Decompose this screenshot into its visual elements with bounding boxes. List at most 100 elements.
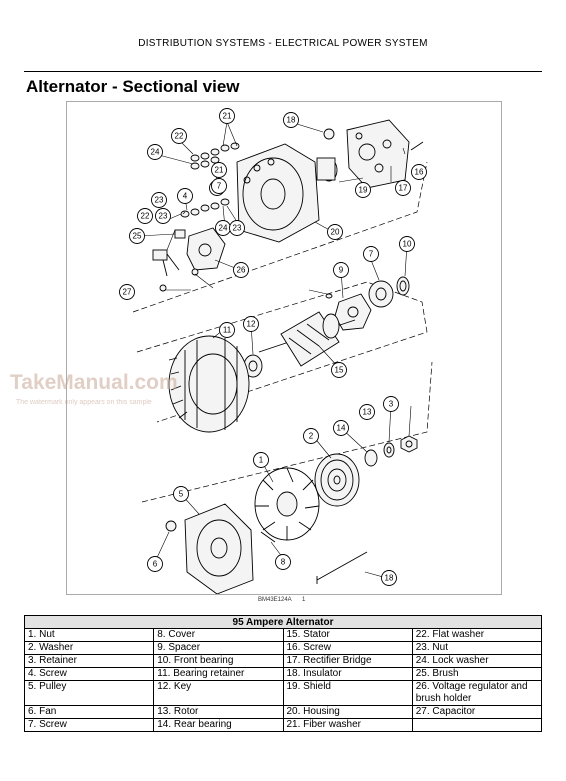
callout-number: 21 — [215, 166, 224, 175]
callout-circle — [147, 144, 163, 160]
table-cell: 4. Screw — [23, 667, 155, 681]
callout-number: 25 — [133, 232, 142, 241]
callout-number: 2 — [309, 432, 314, 441]
screw-part — [260, 531, 276, 543]
callout-circle — [359, 404, 375, 420]
table-cell: 25. Brush — [411, 667, 543, 681]
watermark-note: The watermark only appears on this sampl… — [16, 399, 152, 406]
voltage-regulator-part — [186, 227, 226, 271]
table-cell: 17. Rectifier Bridge — [282, 654, 413, 668]
callout-circle — [333, 420, 349, 436]
screw-part — [410, 141, 424, 151]
callout-number: 20 — [331, 228, 340, 237]
table-cell — [411, 718, 543, 732]
table-cell: 7. Screw — [23, 718, 155, 732]
callout-circle — [381, 570, 397, 586]
callout-circle — [219, 108, 235, 124]
alternator-diagram: 2122242318171619202526277109111215141332… — [119, 108, 433, 594]
callout-number: 24 — [219, 224, 228, 233]
screw-part — [191, 268, 199, 276]
callout-circle — [219, 322, 235, 338]
callout-number: 7 — [217, 182, 222, 191]
callout-number: 27 — [123, 288, 132, 297]
nut-part — [400, 435, 418, 453]
screw-part — [159, 284, 167, 292]
callout-number: 21 — [223, 112, 232, 121]
callout-number: 19 — [359, 186, 368, 195]
table-cell: 10. Front bearing — [153, 654, 284, 668]
callout-circle — [399, 236, 415, 252]
washer-stack-lower — [180, 198, 230, 218]
callout-circle — [173, 486, 189, 502]
table-cell: 13. Rotor — [153, 705, 284, 719]
exploded-view-figure: 2122242318171619202526277109111215141332… — [66, 101, 502, 595]
callout-number: 4 — [183, 192, 188, 201]
spacer-part — [396, 276, 410, 296]
assembly-dash-line — [136, 281, 428, 423]
figure-code: BM43E124A — [258, 597, 292, 603]
callout-number: 18 — [385, 574, 394, 583]
capacitor-part — [152, 249, 180, 277]
callout-number: 7 — [369, 250, 374, 259]
table-cell: 15. Stator — [282, 628, 413, 642]
table-cell: 20. Housing — [282, 705, 413, 719]
watermark: TakeManual.com — [10, 371, 178, 394]
assembly-dash-line — [132, 161, 428, 313]
callout-number: 16 — [415, 168, 424, 177]
callout-circle — [211, 162, 227, 178]
callout-circle — [243, 316, 259, 332]
table-cell: 8. Cover — [153, 628, 284, 642]
table-cell: 1. Nut — [23, 628, 155, 642]
callout-number: 18 — [287, 116, 296, 125]
callout-number: 12 — [247, 320, 256, 329]
table-cell: 16. Screw — [282, 641, 413, 655]
callout-circle — [171, 128, 187, 144]
page-header: DISTRIBUTION SYSTEMS - ELECTRICAL POWER … — [138, 38, 428, 49]
callout-circle — [177, 188, 193, 204]
table-cell: 14. Rear bearing — [153, 718, 284, 732]
callout-circle — [395, 180, 411, 196]
rectifier-bridge-part — [346, 119, 410, 189]
table-cell: 12. Key — [153, 680, 284, 706]
callout-circle — [151, 192, 167, 208]
callout-number: 3 — [389, 400, 394, 409]
callout-circle — [137, 208, 153, 224]
assembly-dash-line — [141, 361, 433, 503]
callout-number: 13 — [363, 408, 372, 417]
stator-part — [168, 335, 250, 433]
callout-number: 10 — [403, 240, 412, 249]
callout-circle — [363, 246, 379, 262]
parts-table-title: 95 Ampere Alternator — [24, 615, 542, 629]
callout-circle — [303, 428, 319, 444]
callout-circle — [211, 178, 227, 194]
housing-part — [236, 143, 320, 243]
callout-labels: 2122242318171619202526277109111215141332… — [119, 108, 427, 586]
long-screw-part — [316, 551, 368, 581]
callout-circle — [383, 396, 399, 412]
table-cell: 24. Lock washer — [411, 654, 543, 668]
callout-circle — [331, 362, 347, 378]
callout-circle — [147, 556, 163, 572]
insulator-part — [165, 520, 177, 532]
callout-circle — [327, 224, 343, 240]
callout-number: 15 — [335, 366, 344, 375]
cover-part — [184, 503, 254, 594]
callout-number: 9 — [339, 266, 344, 275]
table-cell: 26. Voltage regulator and brush holder — [411, 680, 543, 706]
table-cell: 21. Fiber washer — [282, 718, 413, 732]
table-cell: 22. Flat washer — [411, 628, 543, 642]
callout-number: 23 — [155, 196, 164, 205]
insulator-part — [323, 128, 335, 140]
callout-number: 11 — [223, 326, 232, 335]
table-cell: 23. Nut — [411, 641, 543, 655]
section-title: Alternator - Sectional view — [26, 77, 240, 96]
washer-stack-upper — [190, 142, 240, 170]
shield-part — [316, 157, 338, 182]
pulley-part — [314, 453, 360, 507]
